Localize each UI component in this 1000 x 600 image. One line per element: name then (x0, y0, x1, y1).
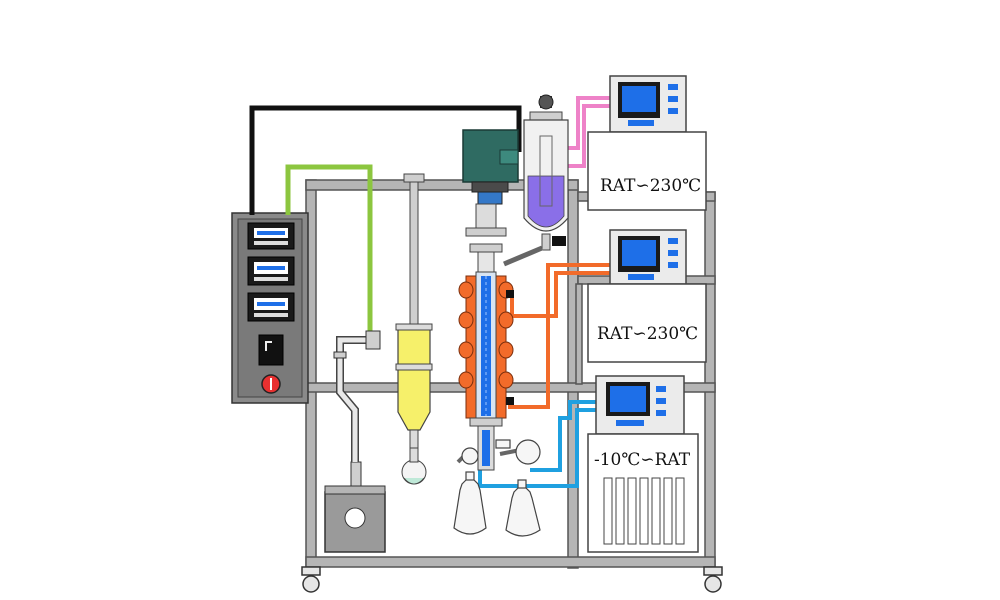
chiller-unit (587, 375, 699, 553)
orange-heating-line-return (510, 271, 612, 318)
blue-cooling-line (530, 400, 612, 472)
green-vacuum-line (285, 164, 373, 332)
chiller-temperature-label: -10℃∽RAT (594, 450, 691, 470)
caster-wheel-icon (704, 575, 722, 593)
drive-motor (462, 129, 519, 205)
cold-trap (395, 173, 433, 485)
display-icon (247, 222, 295, 250)
vacuum-pump (324, 461, 386, 553)
pink-heating-line (566, 96, 612, 150)
support-frame (305, 179, 716, 569)
power-switch-icon (258, 334, 284, 366)
heater-unit-top (587, 75, 707, 211)
display-icon (247, 292, 295, 322)
frame-post-left-inner (575, 283, 583, 385)
evaporator-column (458, 203, 514, 471)
caster-wheels (301, 566, 723, 593)
emergency-stop-icon (261, 374, 281, 394)
display-icon (247, 256, 295, 286)
receiving-flasks (453, 439, 541, 537)
heater-middle-temperature-label: RAT∽230℃ (597, 324, 699, 344)
heater-top-temperature-label: RAT∽230℃ (600, 176, 702, 196)
pink-heating-line-return (566, 104, 612, 168)
black-power-cable (249, 105, 522, 215)
frame-bottom-rail (305, 556, 716, 568)
heater-unit-middle (587, 229, 707, 363)
control-cabinet (231, 212, 309, 404)
feed-vessel (503, 94, 569, 267)
frame-top-rail (305, 179, 579, 191)
frame-right-post (704, 191, 716, 569)
caster-wheel-icon (302, 575, 320, 593)
